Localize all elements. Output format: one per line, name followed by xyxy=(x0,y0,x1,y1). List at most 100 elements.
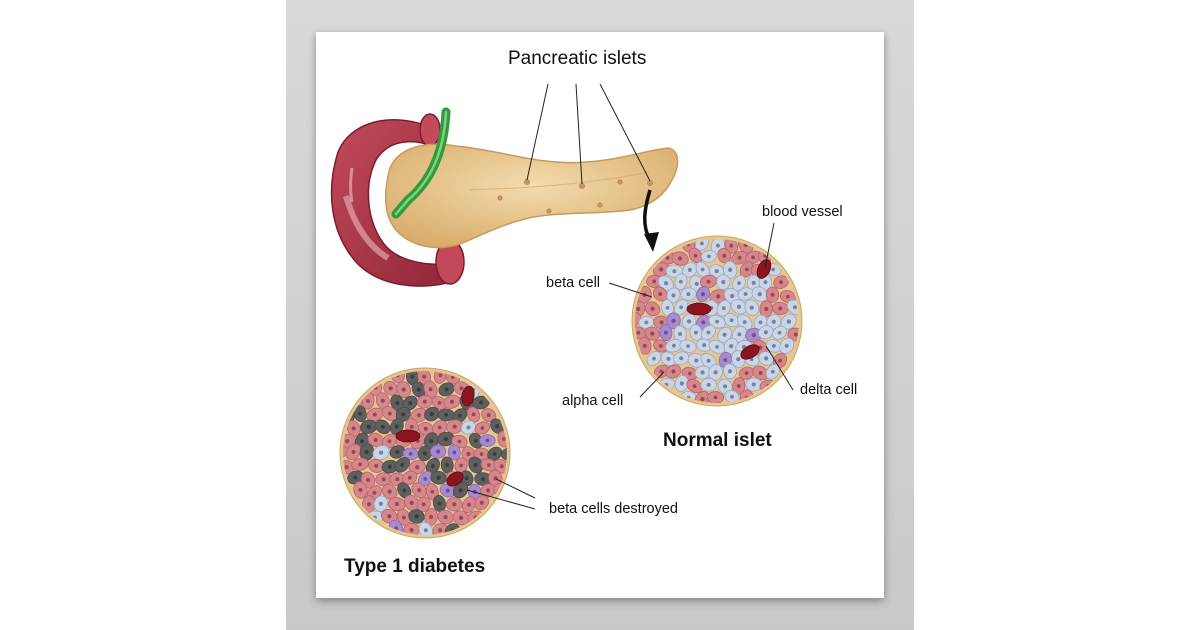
beta-cell-nucleus xyxy=(763,330,768,335)
delta-cell-nucleus xyxy=(701,320,706,325)
blood-vessel xyxy=(461,385,475,407)
beta-cell-nucleus xyxy=(728,267,733,272)
alpha-cell-nucleus xyxy=(387,439,392,444)
destroyed-beta-cell-nucleus xyxy=(437,501,442,506)
alpha-cell-nucleus xyxy=(421,502,426,507)
beta-cell-nucleus xyxy=(644,320,649,325)
alpha-cell-nucleus xyxy=(665,256,670,260)
destroyed-beta-cell-nucleus xyxy=(429,438,434,444)
beta-cell-nucleus xyxy=(678,331,683,336)
alpha-cell-nucleus xyxy=(417,488,422,493)
delta-cell-nucleus xyxy=(751,332,756,338)
beta-cell-nucleus xyxy=(713,370,718,375)
alpha-cell-nucleus xyxy=(636,330,641,335)
beta-cell-nucleus xyxy=(466,425,471,430)
delta-cell-nucleus xyxy=(445,488,450,493)
beta-cell-nucleus xyxy=(763,280,768,285)
beta-cell-nucleus xyxy=(700,241,704,246)
beta-cell-nucleus xyxy=(664,281,669,286)
alpha-cell-nucleus xyxy=(409,527,414,533)
alpha-cell-nucleus xyxy=(428,387,433,392)
alpha-cell-nucleus xyxy=(437,401,442,405)
alpha-cell-nucleus xyxy=(443,514,448,520)
beta-cell-nucleus xyxy=(736,304,742,309)
blood-vessel xyxy=(395,429,421,443)
alpha-cell-nucleus xyxy=(344,465,349,470)
beta-cell-nucleus xyxy=(686,319,692,324)
beta-cell-nucleus xyxy=(678,279,683,284)
blood-vessel xyxy=(686,302,712,316)
beta-cell-nucleus xyxy=(721,306,726,311)
beta-cell-nucleus xyxy=(686,292,691,297)
alpha-cell-nucleus xyxy=(786,294,790,299)
beta-cell-nucleus xyxy=(729,293,735,299)
destroyed-beta-cell-nucleus xyxy=(395,401,400,406)
alpha-cell-nucleus xyxy=(642,343,647,348)
destroyed-beta-cell-nucleus xyxy=(458,488,463,493)
alpha-cell-nucleus xyxy=(366,502,372,507)
callout-lines xyxy=(466,222,794,510)
alpha-cell-nucleus xyxy=(437,425,442,430)
beta-cell-nucleus xyxy=(671,293,676,298)
alpha-cell-nucleus xyxy=(365,477,371,483)
alpha-cell-nucleus xyxy=(479,452,484,456)
alpha-cell-nucleus xyxy=(744,267,749,272)
alpha-cell-nucleus xyxy=(486,463,491,467)
delta-cell-nucleus xyxy=(452,450,457,455)
alpha-cell-nucleus xyxy=(652,279,657,284)
beta-cell-nucleus xyxy=(792,305,798,310)
delta-cell-nucleus xyxy=(436,449,441,454)
beta-cell-nucleus xyxy=(679,381,684,386)
alpha-cell-nucleus xyxy=(706,279,711,284)
destroyed-beta-cell-nucleus xyxy=(464,476,469,481)
normal-islet xyxy=(631,235,803,407)
beta-cell-nucleus xyxy=(714,269,719,274)
beta-cell-nucleus xyxy=(728,344,734,349)
blood-vessel-label: blood vessel xyxy=(762,204,843,220)
beta-cell-nucleus xyxy=(742,320,747,325)
alpha-cell-nucleus xyxy=(438,528,443,533)
beta-cell-nucleus xyxy=(770,369,775,374)
beta-cell-nucleus xyxy=(672,343,676,348)
destroyed-beta-cell-nucleus xyxy=(395,449,400,454)
alpha-cell-nucleus xyxy=(394,501,399,507)
destroyed-beta-cell-nucleus xyxy=(410,374,415,379)
beta-cell-nucleus xyxy=(771,267,776,272)
alpha-cell-nucleus xyxy=(457,439,462,444)
destroyed-beta-cell-nucleus xyxy=(479,400,484,405)
alpha-cell-nucleus xyxy=(692,384,697,389)
alpha-cell-nucleus xyxy=(716,294,721,299)
alpha-cell-nucleus xyxy=(659,267,664,272)
alpha-cell-nucleus xyxy=(486,413,491,418)
alpha-cell-nucleus xyxy=(416,413,421,418)
beta-cell-nucleus xyxy=(686,344,690,349)
beta-cell-nucleus xyxy=(771,319,776,324)
beta-cell-nucleus xyxy=(423,528,428,533)
alpha-cell-nucleus xyxy=(486,488,491,493)
beta-cell-nucleus xyxy=(679,305,684,310)
beta-cell-nucleus xyxy=(737,332,742,337)
alpha-cell-nucleus xyxy=(636,306,641,312)
beta-cell-nucleus xyxy=(665,305,670,310)
destroyed-beta-cell-nucleus xyxy=(364,449,369,455)
beta-cell-nucleus xyxy=(694,281,699,286)
beta-cell-nucleus xyxy=(666,356,671,361)
alpha-cell-nucleus xyxy=(659,369,664,374)
delta-cell-nucleus xyxy=(485,438,490,443)
beta-cell-nucleus xyxy=(694,358,699,363)
beta-cell-nucleus xyxy=(722,332,727,337)
beta-cell-nucleus xyxy=(700,370,705,375)
beta-cell-nucleus xyxy=(763,356,769,361)
beta-cell-nucleus xyxy=(721,279,726,285)
alpha-cell-nucleus xyxy=(401,515,406,520)
beta-cell-nucleus xyxy=(784,343,789,348)
alpha-cell-nucleus xyxy=(687,371,692,376)
beta-cell-nucleus xyxy=(736,357,741,362)
blood-vessel xyxy=(740,344,760,360)
beta-cell-nucleus xyxy=(694,330,698,335)
blood-vessel xyxy=(446,471,464,487)
alpha-cell-nucleus xyxy=(713,395,718,400)
beta-cell-nucleus xyxy=(672,269,677,274)
